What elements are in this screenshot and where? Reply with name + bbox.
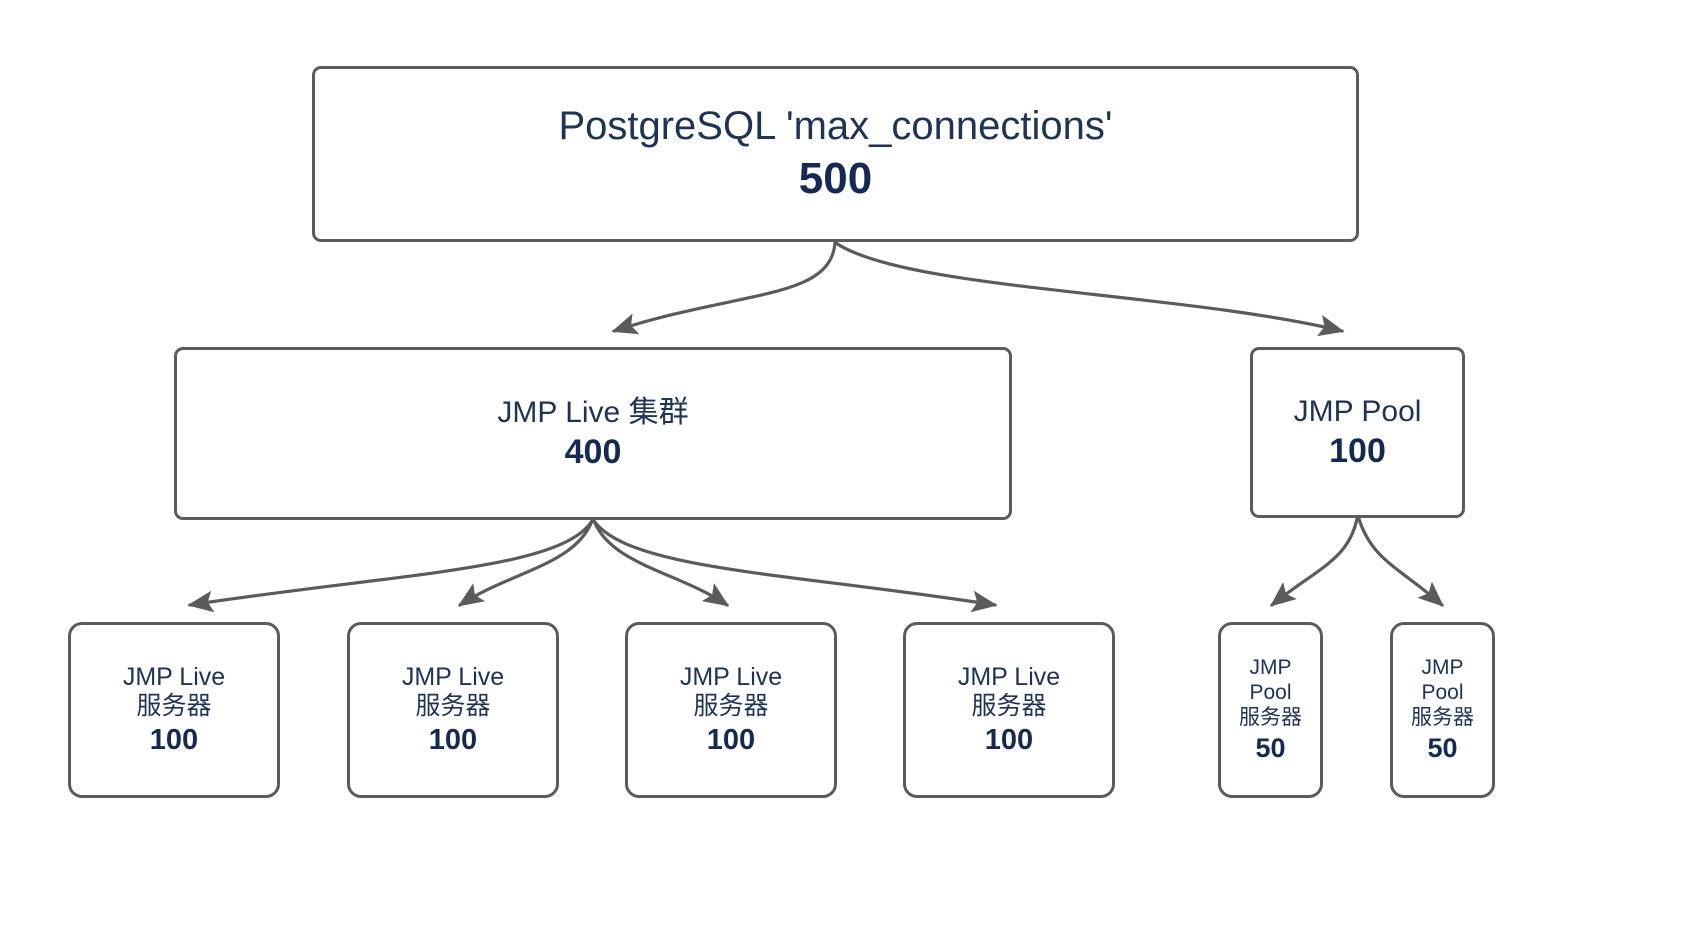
node-pool-value: 100 [1329, 432, 1386, 471]
node-jmp-live-server-label: JMP Live 服务器 [122, 662, 226, 721]
node-jmp-live-server[interactable]: JMP Live 服务器 100 [347, 622, 559, 798]
edge-live-cluster-to-server-4 [592, 519, 998, 613]
node-jmp-live-server-label: JMP Live 服务器 [679, 662, 783, 721]
edge-live-cluster-to-server-2 [457, 519, 594, 607]
node-jmp-live-server-value: 100 [149, 723, 199, 756]
edge-live-cluster-to-server-3 [592, 519, 730, 607]
node-jmp-pool-server[interactable]: JMP Pool 服务器 50 [1218, 622, 1323, 798]
node-jmp-live-server-label: JMP Live 服务器 [957, 662, 1061, 721]
node-jmp-live-server-value: 100 [706, 723, 756, 756]
node-jmp-live-server-label: JMP Live 服务器 [401, 662, 505, 721]
node-jmp-live-server-value: 100 [428, 723, 478, 756]
node-jmp-live-server-value: 100 [984, 723, 1034, 756]
edge-pool-to-server-1 [1270, 517, 1359, 607]
node-jmp-live-server[interactable]: JMP Live 服务器 100 [903, 622, 1115, 798]
node-pool-label: JMP Pool [1293, 394, 1422, 428]
node-jmp-pool[interactable]: JMP Pool 100 [1250, 347, 1465, 518]
edge-pool-to-server-2 [1357, 517, 1444, 607]
node-jmp-pool-server-value: 50 [1255, 732, 1286, 763]
node-root-value: 500 [798, 154, 873, 204]
edge-root-to-live-cluster [611, 241, 837, 335]
node-root-label: PostgreSQL 'max_connections' [558, 104, 1113, 149]
node-live-cluster-value: 400 [564, 433, 622, 472]
edge-live-cluster-to-server-1 [187, 519, 594, 613]
node-jmp-pool-server-value: 50 [1427, 732, 1458, 763]
node-jmp-live-server[interactable]: JMP Live 服务器 100 [625, 622, 837, 798]
node-live-cluster-label: JMP Live 集群 [497, 395, 689, 429]
node-jmp-live-server[interactable]: JMP Live 服务器 100 [68, 622, 280, 798]
node-postgresql-max-connections[interactable]: PostgreSQL 'max_connections' 500 [312, 66, 1359, 242]
edge-root-to-pool [834, 241, 1345, 337]
node-jmp-live-cluster[interactable]: JMP Live 集群 400 [174, 347, 1012, 520]
node-jmp-pool-server-label: JMP Pool 服务器 [1239, 656, 1302, 729]
node-jmp-pool-server-label: JMP Pool 服务器 [1411, 656, 1474, 729]
node-jmp-pool-server[interactable]: JMP Pool 服务器 50 [1390, 622, 1495, 798]
